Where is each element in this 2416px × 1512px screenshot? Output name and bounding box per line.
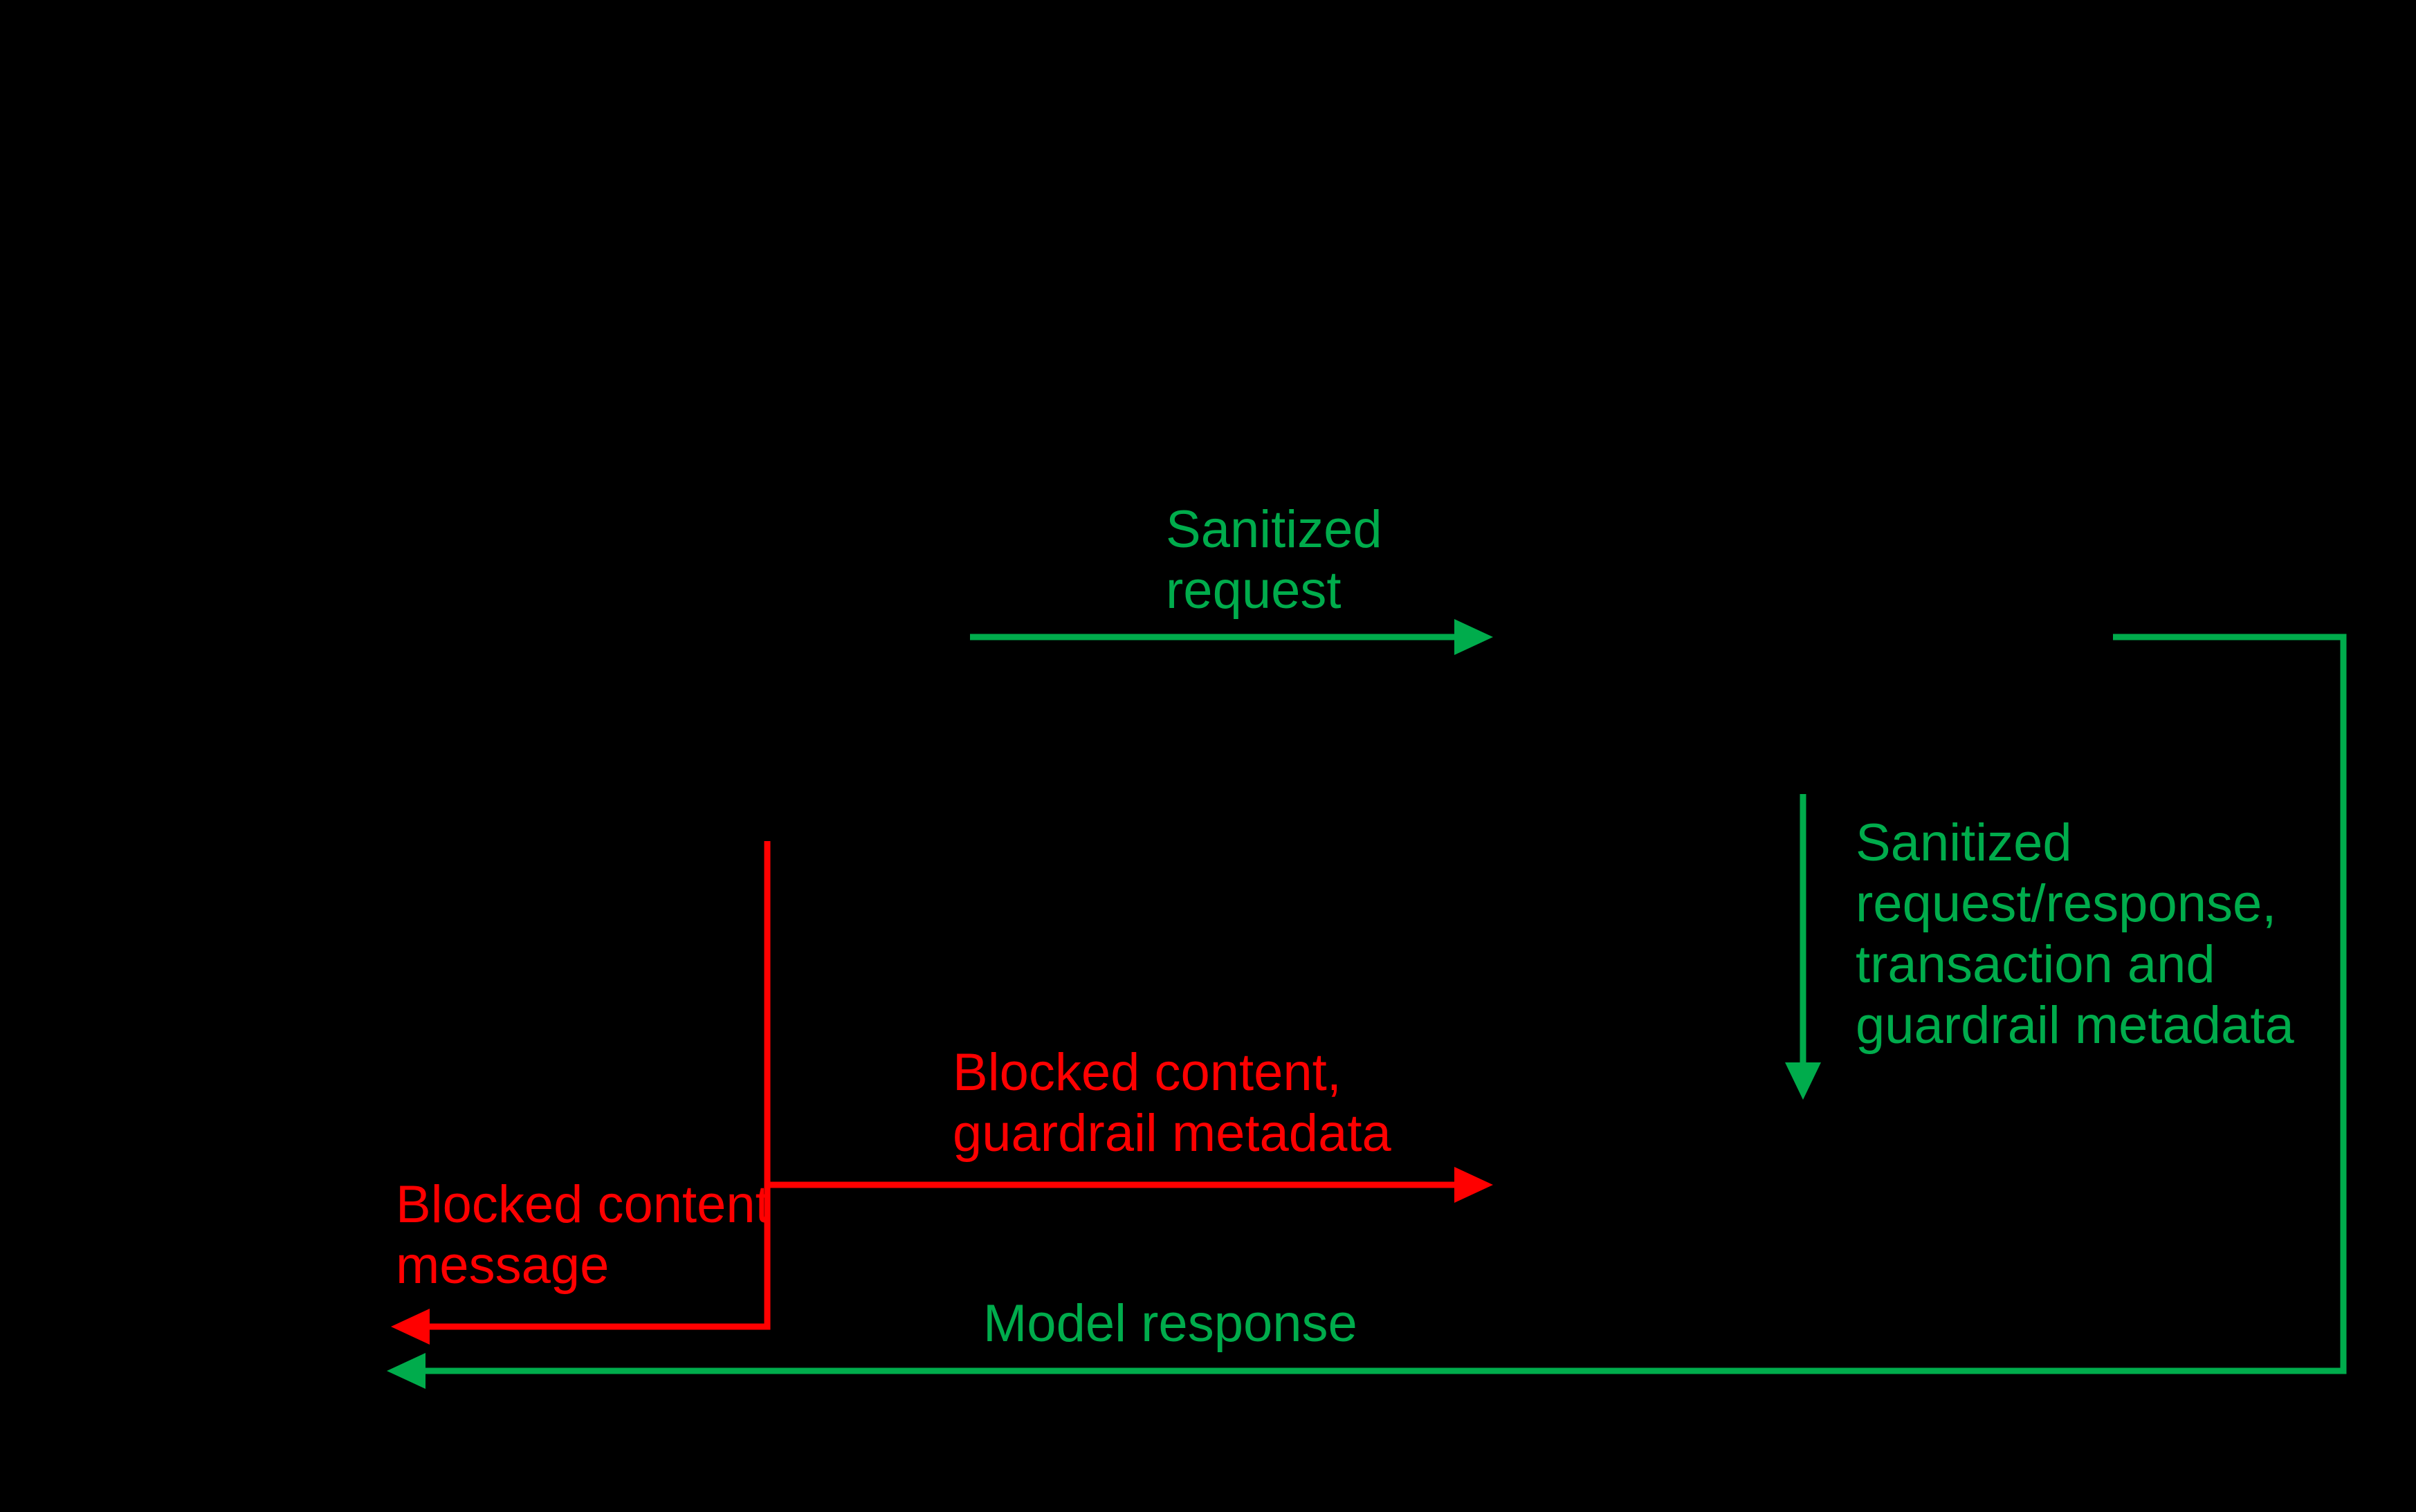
blocked-message-arrow [391,841,771,1345]
arrow-line [430,841,771,1330]
sanitized-metadata-label: Sanitized request/response, transaction … [1856,813,2294,1055]
sanitized-request-arrow [970,619,1493,655]
blocked-content-arrow [767,1167,1493,1203]
model-response-label: Model response [983,1294,1357,1353]
model-response-arrow [387,634,2347,1389]
arrowhead-down-icon [1785,1062,1821,1100]
arrowhead-right-icon [1454,619,1493,655]
arrowhead-left-icon [391,1309,430,1345]
arrowhead-left-icon [387,1353,425,1389]
blocked-content-label: Blocked content, guardrail metadata [953,1043,1391,1163]
blocked-message-label: Blocked content message [396,1175,770,1295]
arrowhead-right-icon [1454,1167,1493,1203]
arrow-line [425,634,2347,1374]
sanitized-request-label: Sanitized request [1166,500,1382,620]
sanitized-metadata-arrow [1785,794,1821,1100]
